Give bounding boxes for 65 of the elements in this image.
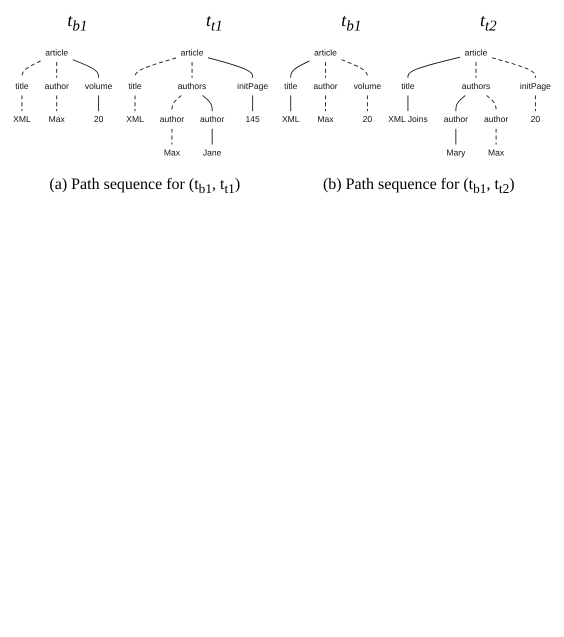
tree-name: t$_{t2}$ (480, 10, 497, 36)
node-text: author (44, 80, 69, 91)
node-text: Max (48, 114, 65, 124)
node-text: title (284, 80, 298, 91)
node-text: volume (84, 80, 112, 91)
connector (325, 94, 326, 112)
connector (455, 94, 466, 112)
connector (534, 94, 536, 112)
tree-name: t$_{b1}$ (341, 10, 362, 36)
connector (496, 128, 497, 145)
node-text: Max (164, 148, 180, 158)
node-text: initPage (520, 80, 551, 91)
node-text: author (313, 80, 338, 91)
connector (98, 94, 100, 112)
connector (408, 56, 460, 78)
node-text: 20 (362, 114, 372, 124)
node-text: Max (488, 148, 504, 158)
connector (208, 56, 254, 78)
connector (325, 61, 326, 78)
node-text: Jane (202, 148, 222, 158)
node-text: article (180, 48, 204, 58)
node-text: title (128, 80, 142, 91)
node-text: 145 (246, 114, 260, 124)
connector (455, 128, 456, 145)
tree-name: t$_{t1}$ (206, 10, 223, 36)
node-text: Mary (446, 148, 466, 158)
connector (486, 94, 497, 112)
node-text: initPage (237, 80, 268, 91)
figure-caption: (a) Path sequence for (t$_{b1}$, t$_{t1}$) (49, 176, 240, 198)
node-text: author (484, 114, 508, 124)
node-text: article (464, 48, 488, 58)
node-text: XML (13, 114, 31, 124)
connector (72, 58, 100, 78)
connector (252, 94, 254, 112)
node-text: author (200, 114, 224, 124)
connector (492, 56, 536, 78)
connector (290, 94, 292, 112)
node-text: 20 (530, 114, 540, 124)
node-text: article (314, 48, 337, 58)
figure-caption: (b) Path sequence for (t$_{b1}$, t$_{t2}$) (322, 176, 515, 198)
tree-name: t$_{b1}$ (67, 10, 88, 36)
node-text: XML (282, 114, 300, 124)
node-text: Max (317, 114, 334, 124)
connector (172, 94, 182, 112)
node-text: author (444, 114, 468, 124)
connector (56, 61, 58, 78)
connector (22, 60, 42, 78)
node-text: volume (354, 80, 382, 91)
node-text: article (45, 48, 68, 58)
connector (202, 94, 213, 112)
node-text: authors (178, 80, 206, 91)
node-text: title (401, 80, 415, 91)
connector (366, 94, 368, 112)
connector (134, 94, 136, 112)
connector (212, 128, 213, 145)
connector (341, 58, 368, 78)
connector (56, 94, 58, 112)
connector (290, 60, 310, 78)
node-text: XML Joins (388, 114, 428, 124)
node-text: title (15, 80, 29, 91)
node-text: XML (126, 114, 144, 124)
node-text: author (160, 114, 184, 124)
connector (134, 57, 176, 78)
node-text: authors (462, 80, 490, 91)
node-text: 20 (94, 114, 104, 124)
